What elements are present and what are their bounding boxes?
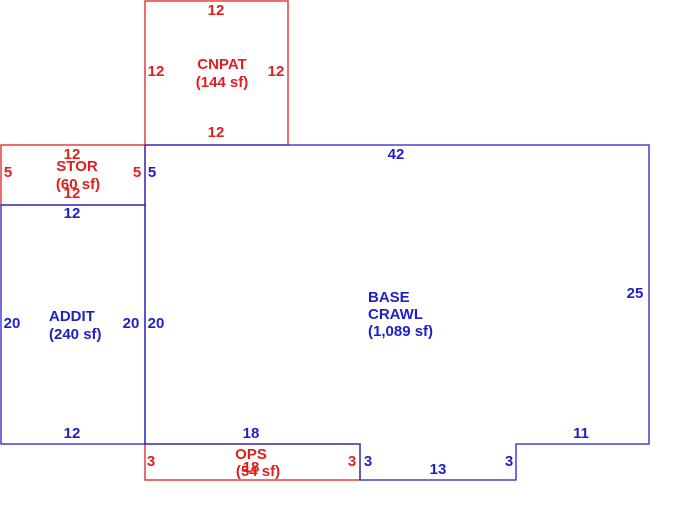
ops-area: (54 sf) [236,463,280,480]
base-name-line1: BASE [368,289,410,306]
addit-right-dimension: 20 [123,315,140,332]
base-right-dimension: 25 [627,285,644,302]
stor-area: (60 sf) [56,176,100,193]
addit-left-dimension: 20 [4,315,21,332]
ops-right-dimension: 3 [348,453,356,470]
cnpat-top-dimension: 12 [208,2,225,19]
cnpat-left-dimension: 12 [148,63,165,80]
base-left-upper-dimension: 5 [148,164,156,181]
addit-top-dimension: 12 [64,205,81,222]
cnpat-area: (144 sf) [196,74,249,91]
ops-name: OPS [235,446,267,463]
addit-name: ADDIT [49,308,95,325]
base-step-right-dimension: 3 [505,453,513,470]
stor-right-dimension: 5 [133,164,141,181]
cnpat-name: CNPAT [197,56,246,73]
stor-left-dimension: 5 [4,164,12,181]
base-bottom-mid-dimension: 13 [430,461,447,478]
base-name-line2: CRAWL [368,306,423,323]
cnpat-bottom-dimension: 12 [208,124,225,141]
base-step-left-dimension: 3 [364,453,372,470]
addit-bottom-dimension: 12 [64,425,81,442]
base-area: (1,089 sf) [368,323,433,340]
stor-bottom-dimension: 12 [64,185,81,202]
stor-name: STOR [56,158,98,175]
base-left-dimension: 20 [148,315,165,332]
addit-area: (240 sf) [49,326,102,343]
base-outline [144,144,650,481]
base-bottom-right-dimension: 11 [573,425,589,442]
ops-left-dimension: 3 [147,453,155,470]
ops-bottom-dimension: 18 [243,459,260,476]
base-bottom-left-dimension: 18 [243,425,260,442]
base-top-dimension: 42 [388,146,405,163]
stor-top-dimension: 12 [64,146,81,163]
cnpat-right-dimension: 12 [268,63,285,80]
